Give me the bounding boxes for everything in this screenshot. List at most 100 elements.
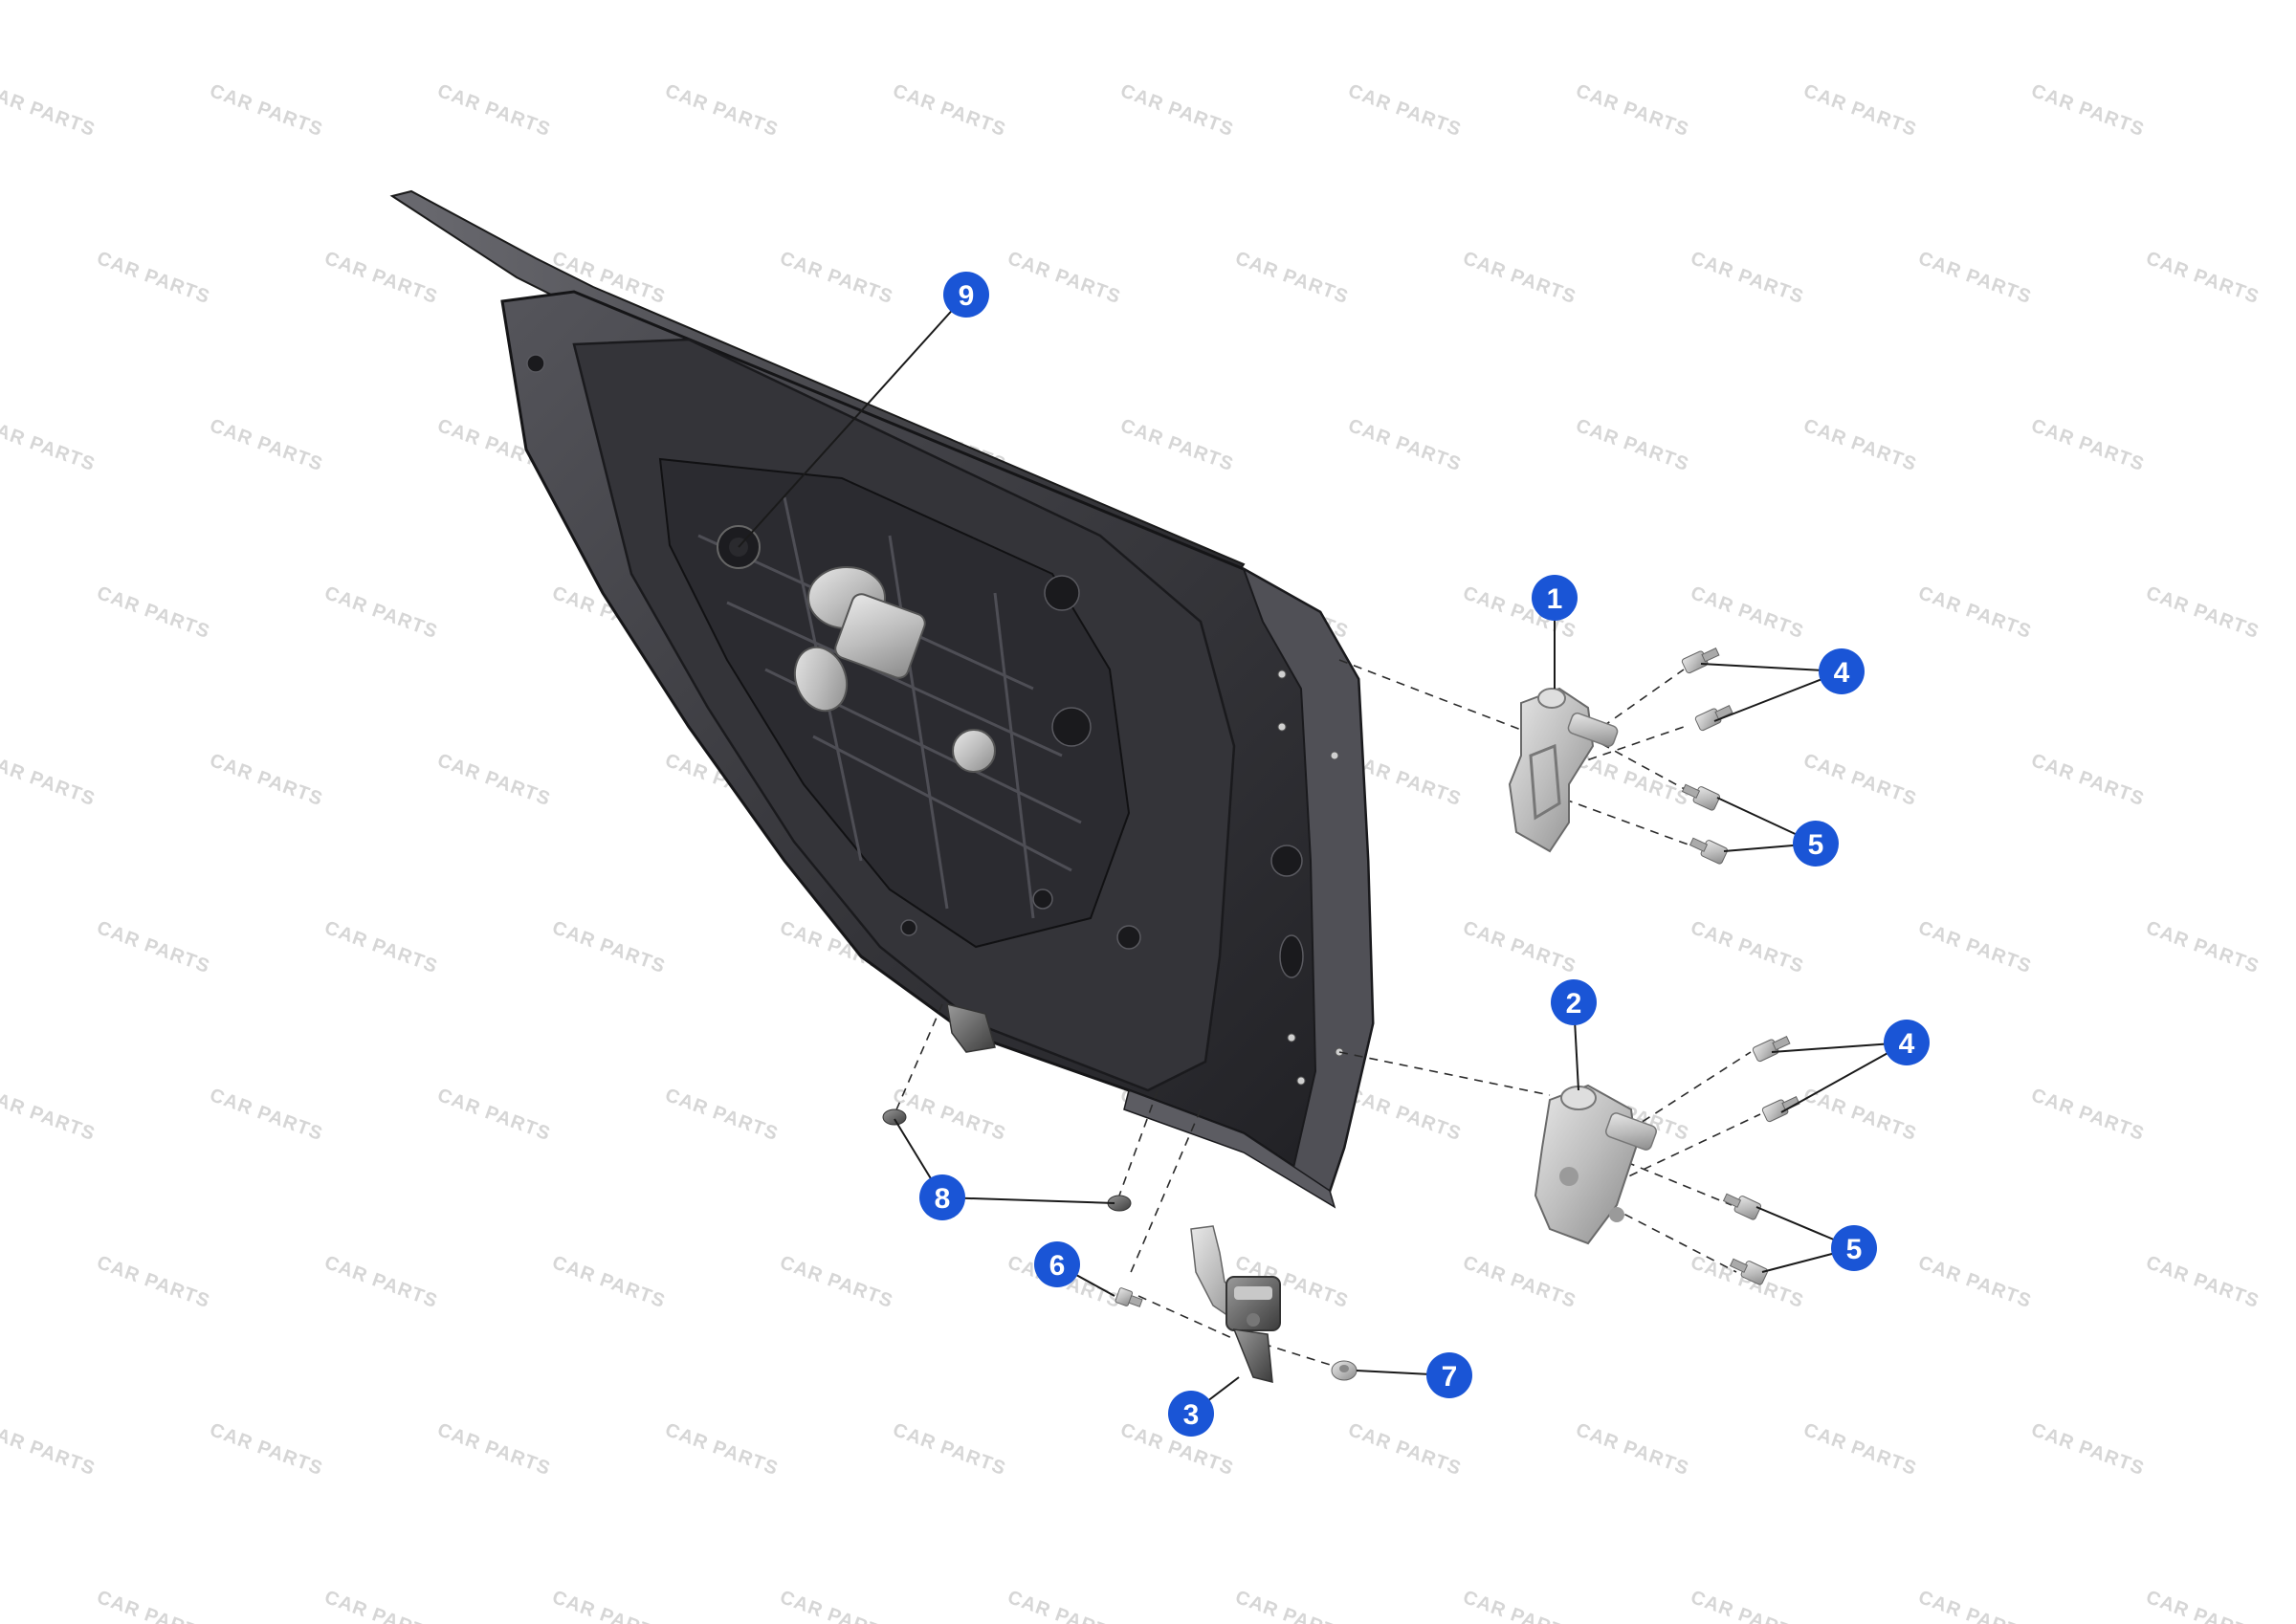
watermark-text: CAR PARTS: [1688, 917, 1806, 977]
watermark-text: CAR PARTS: [2028, 1419, 2147, 1480]
watermark-text: CAR PARTS: [0, 80, 99, 141]
upper-hinge: [1508, 687, 1619, 853]
watermark-text: CAR PARTS: [0, 1419, 99, 1480]
watermark-text: CAR PARTS: [207, 80, 325, 141]
lower-hinge: [1534, 1084, 1657, 1245]
watermark-text: CAR PARTS: [1004, 1587, 1123, 1624]
watermark-text: CAR PARTS: [1915, 582, 2034, 643]
callout-7: 7: [1426, 1352, 1472, 1398]
watermark-text: CAR PARTS: [0, 750, 99, 810]
watermark-text: CAR PARTS: [1688, 582, 1806, 643]
svg-text:4: 4: [1899, 1028, 1915, 1060]
callout-4-lower: 4: [1884, 1020, 1930, 1065]
watermark-text: CAR PARTS: [1460, 917, 1578, 977]
watermark-text: CAR PARTS: [2028, 1085, 2147, 1145]
watermark-text: CAR PARTS: [1688, 1587, 1806, 1624]
callout-2: 2: [1551, 979, 1597, 1025]
callout-9: 9: [943, 272, 989, 318]
watermark-text: CAR PARTS: [94, 1252, 212, 1312]
callout-5-upper: 5: [1793, 821, 1839, 867]
watermark-text: CAR PARTS: [94, 248, 212, 308]
watermark-text: CAR PARTS: [890, 1085, 1008, 1145]
watermark-text: CAR PARTS: [321, 917, 440, 977]
watermark-text: CAR PARTS: [1573, 415, 1691, 475]
watermark-text: CAR PARTS: [777, 1587, 895, 1624]
watermark-text: CAR PARTS: [207, 415, 325, 475]
svg-text:5: 5: [1808, 829, 1824, 861]
watermark-text: CAR PARTS: [434, 750, 553, 810]
door-check-strap: [1190, 1225, 1281, 1383]
watermark-text: CAR PARTS: [662, 1085, 781, 1145]
svg-text:1: 1: [1547, 583, 1563, 615]
watermark-text: CAR PARTS: [890, 1419, 1008, 1480]
watermark-text: CAR PARTS: [321, 1587, 440, 1624]
watermark-text: CAR PARTS: [662, 1419, 781, 1480]
watermark-text: CAR PARTS: [2143, 1587, 2262, 1624]
watermark-text: CAR PARTS: [1573, 1419, 1691, 1480]
upper-hinge-door-bolts: [1681, 783, 1729, 865]
watermark-text: CAR PARTS: [2143, 582, 2262, 643]
svg-text:6: 6: [1049, 1250, 1066, 1282]
watermark-text: CAR PARTS: [890, 80, 1008, 141]
callout-6: 6: [1034, 1241, 1080, 1287]
watermark-text: CAR PARTS: [1800, 415, 1919, 475]
watermark-text: CAR PARTS: [0, 415, 99, 475]
lower-hinge-door-bolts: [1722, 1193, 1769, 1285]
watermark-text: CAR PARTS: [549, 1252, 668, 1312]
watermark-text: CAR PARTS: [0, 1085, 99, 1145]
callout-5-lower: 5: [1831, 1225, 1877, 1271]
watermark-text: CAR PARTS: [1345, 80, 1464, 141]
watermark-text: CAR PARTS: [1915, 917, 2034, 977]
watermark-text: CAR PARTS: [434, 80, 553, 141]
watermark-text: CAR PARTS: [549, 1587, 668, 1624]
watermark-text: CAR PARTS: [2028, 80, 2147, 141]
regulator-motor: [793, 566, 996, 773]
watermark-text: CAR PARTS: [1004, 248, 1123, 308]
watermark-text: CAR PARTS: [777, 248, 895, 308]
watermark-text: CAR PARTS: [1117, 415, 1236, 475]
svg-text:9: 9: [959, 280, 975, 312]
watermark-text: CAR PARTS: [1915, 1252, 2034, 1312]
watermark-text: CAR PARTS: [2028, 750, 2147, 810]
watermark-text: CAR PARTS: [1460, 248, 1578, 308]
callout-4-upper: 4: [1819, 648, 1865, 694]
watermark-text: CAR PARTS: [321, 582, 440, 643]
watermark-text: CAR PARTS: [1460, 1587, 1578, 1624]
watermark-text: CAR PARTS: [1800, 1419, 1919, 1480]
watermark-text: CAR PARTS: [1232, 248, 1351, 308]
watermark-text: CAR PARTS: [207, 1085, 325, 1145]
watermark-text: CAR PARTS: [1345, 415, 1464, 475]
watermark-text: CAR PARTS: [549, 917, 668, 977]
watermark-text: CAR PARTS: [207, 750, 325, 810]
watermark-text: CAR PARTS: [1345, 1085, 1464, 1145]
watermark-text: CAR PARTS: [1915, 1587, 2034, 1624]
check-strap-bolt: [1115, 1287, 1143, 1307]
watermark-text: CAR PARTS: [321, 248, 440, 308]
watermark-text: CAR PARTS: [1460, 1252, 1578, 1312]
watermark-text: CAR PARTS: [1573, 80, 1691, 141]
watermark-text: CAR PARTS: [434, 1085, 553, 1145]
watermark-text: CAR PARTS: [662, 80, 781, 141]
svg-text:2: 2: [1566, 988, 1582, 1020]
watermark-text: CAR PARTS: [434, 1419, 553, 1480]
callout-8: 8: [919, 1174, 965, 1220]
plugs: [882, 1108, 1132, 1212]
svg-text:5: 5: [1846, 1234, 1863, 1265]
watermark-text: CAR PARTS: [1117, 80, 1236, 141]
watermark-text: CAR PARTS: [1800, 750, 1919, 810]
watermark-text: CAR PARTS: [94, 1587, 212, 1624]
svg-text:8: 8: [935, 1183, 951, 1215]
check-strap-nut: [1331, 1360, 1358, 1381]
watermark-text: CAR PARTS: [2143, 1252, 2262, 1312]
watermark-text: CAR PARTS: [1915, 248, 2034, 308]
callout-badges: 9 1 4 5 2 4 5 8: [919, 272, 1930, 1437]
callout-1: 1: [1532, 575, 1578, 621]
svg-text:7: 7: [1442, 1361, 1458, 1393]
watermark-text: CAR PARTS: [94, 582, 212, 643]
watermark-text: CAR PARTS: [321, 1252, 440, 1312]
door-shell: [389, 189, 1375, 1209]
watermark-text: CAR PARTS: [1232, 1587, 1351, 1624]
watermark-text: CAR PARTS: [2028, 415, 2147, 475]
svg-text:3: 3: [1183, 1399, 1200, 1431]
